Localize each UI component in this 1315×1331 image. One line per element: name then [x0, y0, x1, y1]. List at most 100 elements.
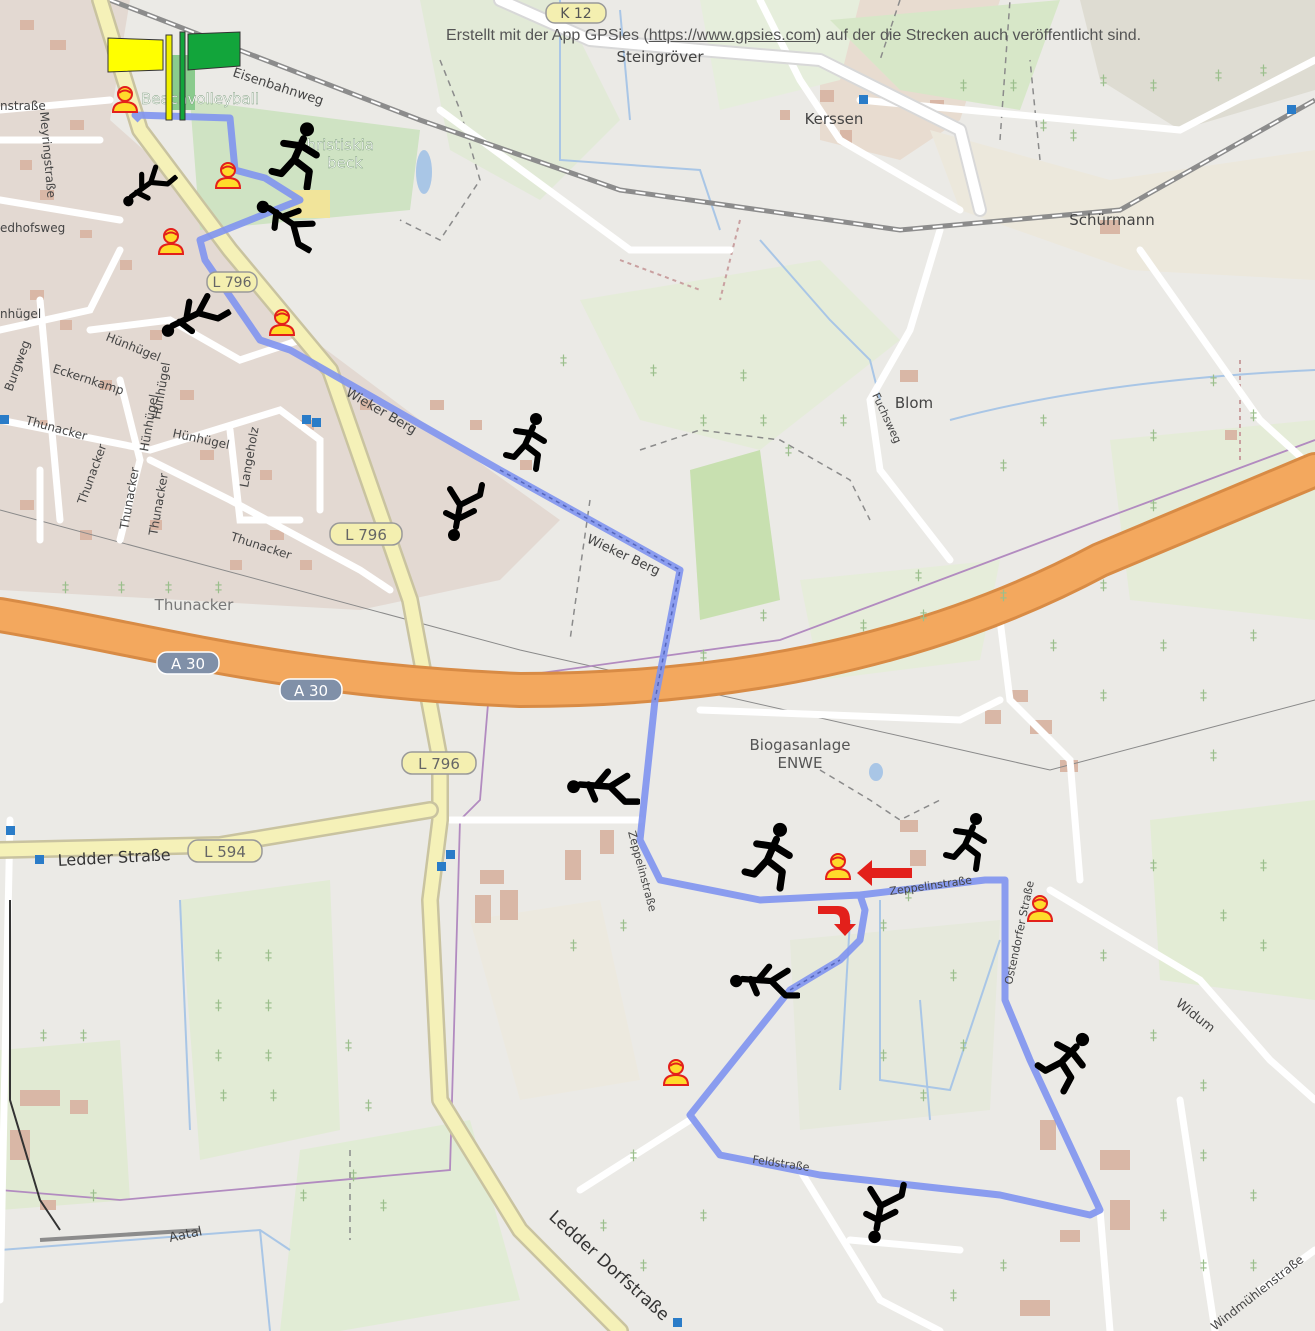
svg-text:‡: ‡	[215, 998, 222, 1014]
flag-pole	[165, 34, 173, 121]
green-field	[470, 900, 640, 1100]
svg-text:‡: ‡	[215, 580, 222, 596]
road-shield-l796: L 796	[329, 522, 403, 546]
svg-text:‡: ‡	[1070, 128, 1077, 144]
green-field	[420, 0, 620, 200]
place-label: Blom	[895, 394, 933, 412]
svg-text:‡: ‡	[118, 580, 125, 596]
road-shield-a30-text: A 30	[294, 682, 328, 700]
svg-text:‡: ‡	[215, 948, 222, 964]
svg-text:‡: ‡	[700, 1208, 707, 1224]
road-shield-k12-text: K 12	[560, 6, 591, 22]
credit-link[interactable]: https://www.gpsies.com	[648, 27, 816, 44]
svg-text:‡: ‡	[270, 1088, 277, 1104]
place-label: beck	[327, 154, 363, 172]
svg-text:‡: ‡	[80, 1028, 87, 1044]
svg-text:‡: ‡	[265, 998, 272, 1014]
svg-text:‡: ‡	[915, 568, 922, 584]
credit-suffix: ) auf der die Strecken auch veröffentlic…	[815, 27, 1142, 44]
place-label: ENWE	[777, 754, 822, 772]
svg-text:‡: ‡	[960, 1038, 967, 1054]
svg-text:‡: ‡	[1215, 68, 1222, 84]
place-label: Thunacker	[154, 596, 235, 614]
svg-text:‡: ‡	[345, 1038, 352, 1054]
svg-text:‡: ‡	[1250, 1258, 1257, 1274]
street-label: edhofsweg	[0, 221, 65, 235]
svg-text:‡: ‡	[640, 1258, 647, 1274]
svg-text:‡: ‡	[265, 1048, 272, 1064]
svg-text:‡: ‡	[760, 413, 767, 429]
road-shield-l796: L 796	[401, 751, 477, 775]
svg-text:‡: ‡	[700, 648, 707, 664]
svg-text:‡: ‡	[1210, 748, 1217, 764]
flag-yellow-icon	[107, 37, 164, 73]
green-field	[690, 450, 780, 620]
svg-text:‡: ‡	[840, 413, 847, 429]
svg-text:‡: ‡	[620, 918, 627, 934]
buildings	[10, 20, 1237, 1316]
svg-text:‡: ‡	[215, 1048, 222, 1064]
svg-text:‡: ‡	[62, 580, 69, 596]
motorway-a30	[0, 452, 1315, 709]
residential-area	[1080, 0, 1315, 130]
svg-text:‡: ‡	[1150, 498, 1157, 514]
svg-text:‡: ‡	[860, 618, 867, 634]
svg-text:‡: ‡	[350, 1168, 357, 1184]
railway	[9, 0, 1315, 1242]
svg-text:‡: ‡	[1100, 948, 1107, 964]
svg-text:‡: ‡	[1000, 458, 1007, 474]
svg-text:‡: ‡	[950, 1288, 957, 1304]
green-field	[1150, 800, 1315, 1000]
svg-text:‡: ‡	[380, 1198, 387, 1214]
svg-text:‡: ‡	[630, 1148, 637, 1164]
place-label: Beachvolleyball	[141, 90, 259, 108]
svg-text:‡: ‡	[880, 1048, 887, 1064]
svg-text:‡: ‡	[1250, 1188, 1257, 1204]
admin-boundary	[0, 439, 1315, 1201]
place-label: Schürmann	[1069, 211, 1155, 229]
street-label: Aatal	[168, 1224, 204, 1246]
svg-text:‡: ‡	[1050, 638, 1057, 654]
svg-text:‡: ‡	[1210, 373, 1217, 389]
svg-text:‡: ‡	[1100, 578, 1107, 594]
svg-text:‡: ‡	[90, 1188, 97, 1204]
green-field	[280, 1120, 520, 1331]
footpaths	[619, 219, 1241, 460]
svg-text:‡: ‡	[1200, 1148, 1207, 1164]
svg-text:‡: ‡	[960, 78, 967, 94]
svg-text:‡: ‡	[740, 368, 747, 384]
road-shield-a30: A 30	[156, 651, 220, 675]
svg-text:‡: ‡	[560, 353, 567, 369]
svg-text:‡: ‡	[760, 608, 767, 624]
svg-text:‡: ‡	[1100, 73, 1107, 89]
svg-text:‡: ‡	[265, 948, 272, 964]
svg-text:‡: ‡	[905, 888, 912, 904]
credit-text: Erstellt mit der App GPSies (https://www…	[446, 27, 1141, 45]
svg-text:‡: ‡	[880, 918, 887, 934]
place-label: Kerssen	[805, 110, 864, 128]
road-shield-l594-text: L 594	[204, 843, 246, 861]
svg-text:‡: ‡	[650, 363, 657, 379]
place-label: Christiskia	[296, 136, 374, 154]
bus-stops	[0, 95, 1296, 1327]
svg-text:‡: ‡	[1150, 858, 1157, 874]
svg-text:‡: ‡	[1260, 938, 1267, 954]
svg-text:‡: ‡	[1040, 413, 1047, 429]
svg-text:‡: ‡	[1200, 1078, 1207, 1094]
svg-text:‡: ‡	[920, 608, 927, 624]
svg-text:‡: ‡	[1220, 908, 1227, 924]
green-field	[180, 880, 340, 1160]
road-shield-k12: K 12	[545, 2, 607, 24]
svg-text:‡: ‡	[1010, 78, 1017, 94]
svg-text:‡: ‡	[1260, 63, 1267, 79]
pond	[416, 150, 432, 194]
route-line	[131, 111, 1104, 1219]
svg-text:‡: ‡	[1000, 1258, 1007, 1274]
svg-text:‡: ‡	[1200, 688, 1207, 704]
road-shield-l594: L 594	[187, 839, 263, 863]
place-label: Steingröver	[616, 48, 704, 66]
pond	[869, 763, 883, 781]
street-label: nstraße	[0, 99, 46, 113]
